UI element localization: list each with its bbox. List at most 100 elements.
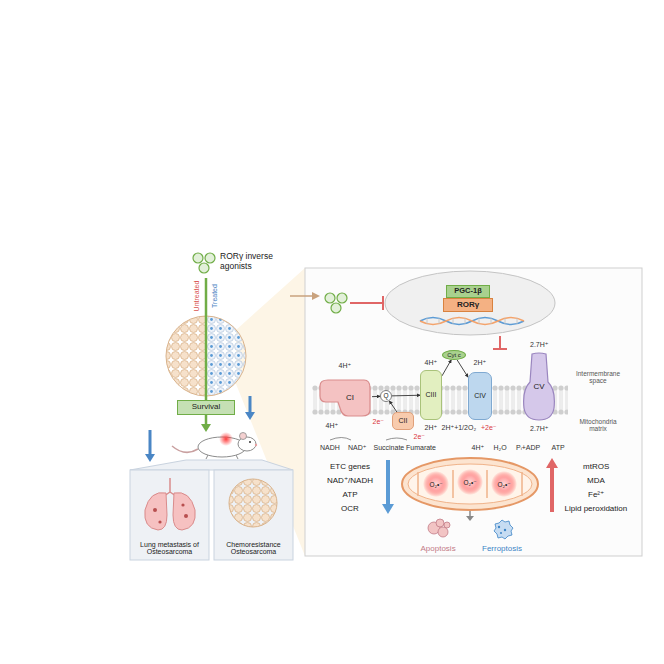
nucleus bbox=[385, 271, 555, 335]
drug-circles bbox=[193, 253, 203, 263]
lung-figure bbox=[158, 520, 161, 523]
result-card: Chemoresistance Osteosarcoma bbox=[214, 470, 293, 560]
electron-label: 2e⁻ bbox=[372, 418, 385, 426]
electron-label: 2e⁻ bbox=[413, 433, 426, 441]
node-label: Survival bbox=[192, 403, 220, 412]
node-label: Chemoresistance Osteosarcoma bbox=[217, 541, 290, 556]
apoptotic-cell bbox=[444, 522, 450, 528]
mitochondrion bbox=[418, 470, 522, 498]
reaction-label: 2H⁺+1/2O₂ bbox=[442, 424, 477, 432]
drug-circles bbox=[337, 293, 347, 303]
mouse-figure bbox=[236, 455, 238, 459]
inhibition-bar bbox=[350, 296, 507, 349]
ferroptotic-cell bbox=[500, 532, 502, 534]
tumor-figure bbox=[228, 478, 278, 528]
node-label: CIII bbox=[426, 391, 437, 399]
mouse-figure bbox=[249, 441, 251, 443]
readout-label: mtROS bbox=[583, 462, 609, 471]
proton-label: 2.7H⁺ bbox=[530, 341, 548, 349]
node-label: CI bbox=[346, 394, 354, 403]
coactivator-box: PGC-1β bbox=[446, 285, 490, 298]
readout-label: Lipid peroxidation bbox=[565, 504, 628, 513]
mechanism-panel bbox=[305, 268, 642, 556]
readout-label: OCR bbox=[341, 504, 359, 513]
group-label: Treated bbox=[211, 284, 219, 308]
result-funnel bbox=[214, 470, 293, 560]
nucleus bbox=[385, 271, 555, 335]
mouse-figure bbox=[219, 432, 233, 446]
decrease-arrow bbox=[245, 412, 255, 420]
metabolite-label: ATP bbox=[552, 444, 565, 452]
apoptotic-cell bbox=[436, 519, 444, 527]
electron-flow-arrow bbox=[392, 395, 420, 397]
drug-circles bbox=[193, 253, 215, 273]
metabolite-label: Succinate bbox=[374, 444, 405, 452]
reaction-arrow bbox=[330, 438, 407, 441]
ferroptotic-cell bbox=[498, 526, 500, 528]
electron-flow-arrow bbox=[457, 360, 468, 377]
drug-label: RORγ inverse agonists bbox=[220, 252, 290, 272]
complex-v: CV bbox=[522, 352, 556, 422]
tumor-figure bbox=[228, 478, 278, 528]
outcome-label: Apoptosis bbox=[421, 544, 456, 553]
mitochondrion bbox=[402, 458, 538, 510]
decrease-arrow bbox=[149, 430, 152, 454]
readout-label: Fe²⁺ bbox=[588, 490, 604, 499]
proton-label: 4H⁺ bbox=[326, 422, 339, 430]
ferroptotic-cell bbox=[494, 520, 513, 539]
outcome-box: Survival bbox=[177, 400, 235, 415]
node-label: Cyt c bbox=[447, 352, 461, 359]
trend-arrow bbox=[546, 458, 558, 468]
proton-label: 2H⁺ bbox=[425, 424, 438, 432]
electron-flow-arrow bbox=[442, 360, 451, 376]
nucleus bbox=[420, 318, 524, 325]
drug-arrow bbox=[312, 292, 320, 300]
mitochondrion bbox=[423, 471, 449, 497]
cytochrome-c: Cyt c bbox=[442, 350, 466, 360]
proton-label: 4H⁺ bbox=[425, 359, 438, 367]
proton-label: 2.7H⁺ bbox=[530, 425, 548, 433]
drug-arrow bbox=[290, 292, 320, 300]
trend-arrow bbox=[466, 516, 474, 521]
drug-arrow bbox=[290, 295, 312, 297]
metabolite-label: Pᵢ+ADP bbox=[516, 444, 540, 452]
ros-label: O₂•⁻ bbox=[430, 481, 443, 488]
tumor-figure bbox=[228, 478, 278, 528]
mouse-figure bbox=[255, 444, 257, 446]
ferroptotic-cell bbox=[504, 529, 506, 531]
lung-figure bbox=[153, 508, 157, 512]
reaction-arrow bbox=[386, 438, 407, 440]
node-label: CV bbox=[533, 383, 544, 392]
node-label: CIV bbox=[474, 392, 486, 400]
inhibition-bar bbox=[382, 296, 384, 310]
inhibition-bar bbox=[499, 336, 501, 349]
compartment-label: Mitochondria matrix bbox=[571, 418, 625, 433]
complex-iv: CIV bbox=[468, 372, 492, 420]
decrease-arrow bbox=[249, 396, 252, 412]
readout-label: MDA bbox=[587, 476, 605, 485]
inhibition-bar bbox=[350, 302, 382, 304]
metabolite-label: H₂O bbox=[494, 444, 507, 452]
metabolite-label: Fumarate bbox=[406, 444, 436, 452]
outcome-label: Ferroptosis bbox=[482, 544, 522, 553]
complex-outline bbox=[320, 380, 370, 416]
trend-arrow bbox=[386, 460, 390, 504]
tumor-figure bbox=[229, 479, 277, 527]
treatment-arrow bbox=[201, 424, 211, 432]
lung-figure bbox=[145, 493, 167, 530]
lung-figure bbox=[145, 478, 195, 530]
result-funnel bbox=[130, 460, 293, 560]
mitochondrion bbox=[457, 469, 483, 495]
lung-figure bbox=[181, 503, 184, 506]
drug-circles bbox=[199, 263, 209, 273]
complex-i: CI bbox=[318, 378, 372, 418]
mitochondrion bbox=[491, 471, 517, 497]
nucleus bbox=[427, 318, 517, 324]
mouse-figure bbox=[172, 446, 198, 452]
apoptotic-cell bbox=[428, 519, 450, 537]
mechanism-panel bbox=[305, 268, 642, 556]
mouse-figure bbox=[206, 455, 208, 459]
lung-figure bbox=[173, 493, 195, 530]
trend-arrow bbox=[382, 504, 394, 514]
